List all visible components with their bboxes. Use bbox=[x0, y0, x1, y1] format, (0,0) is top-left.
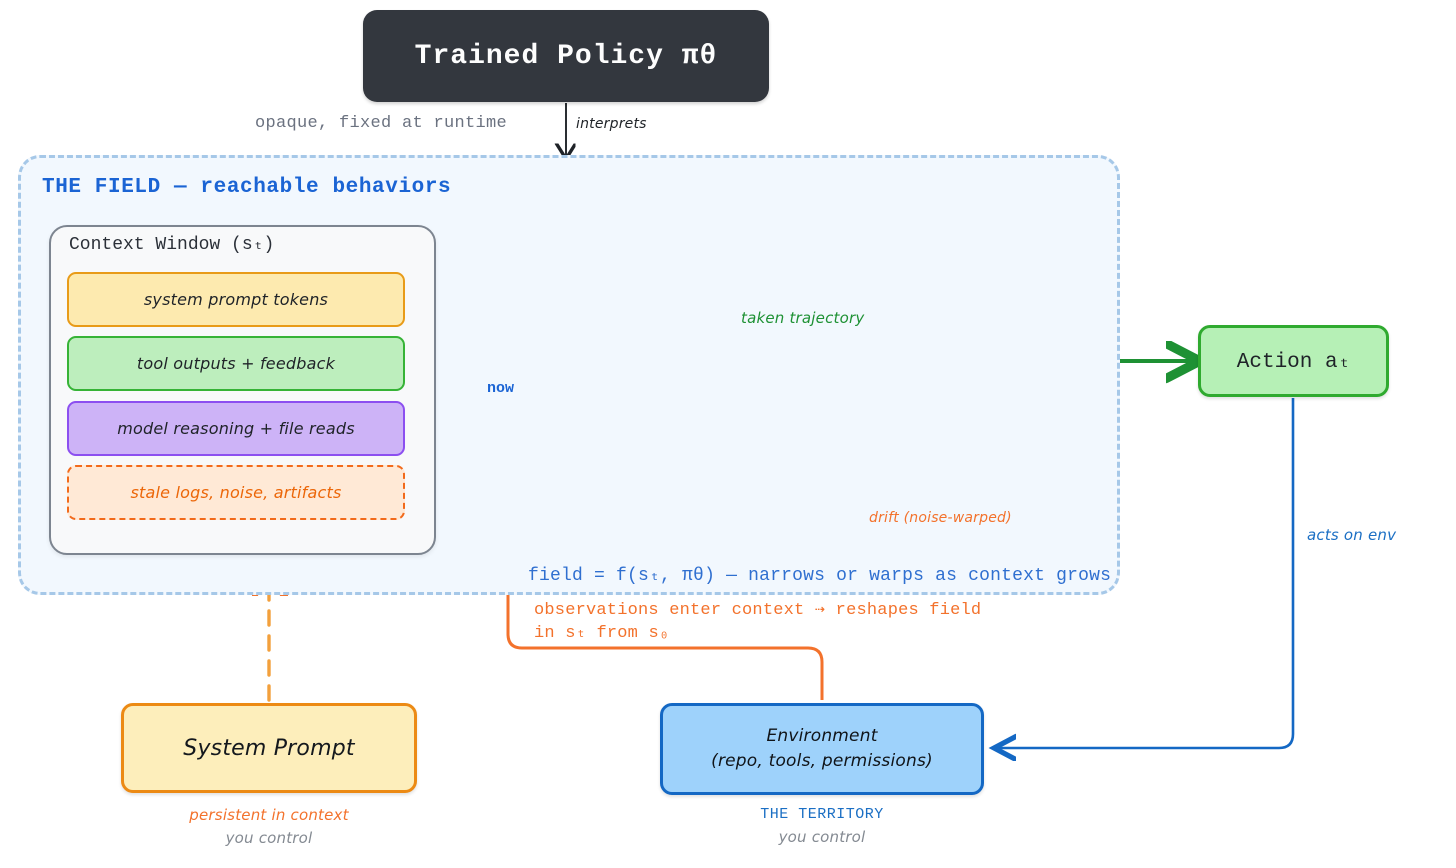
context-row-system-prompt-tokens[interactable]: system prompt tokens bbox=[67, 272, 405, 327]
now-node-label: now bbox=[487, 380, 515, 397]
environment-caption-line-1: THE TERRITORY bbox=[760, 806, 884, 823]
action-box[interactable]: Action aₜ bbox=[1198, 325, 1389, 397]
system-prompt-caption-line-1: persistent in context bbox=[189, 806, 349, 824]
context-row-tool-outputs[interactable]: tool outputs + feedback bbox=[67, 336, 405, 391]
field-title: THE FIELD — reachable behaviors bbox=[42, 176, 452, 199]
context-row-label: system prompt tokens bbox=[143, 290, 329, 309]
environment-box[interactable]: Environment (repo, tools, permissions) bbox=[660, 703, 984, 795]
system-prompt-box[interactable]: System Prompt bbox=[121, 703, 417, 793]
environment-caption: THE TERRITORY you control bbox=[660, 806, 984, 846]
context-row-stale-logs[interactable]: stale logs, noise, artifacts bbox=[67, 465, 405, 520]
taken-trajectory-label: taken trajectory bbox=[741, 309, 865, 327]
environment-caption-line-2: you control bbox=[778, 828, 866, 846]
system-prompt-caption: persistent in context you control bbox=[121, 806, 417, 847]
system-prompt-caption-line-2: you control bbox=[225, 829, 313, 847]
context-row-label: stale logs, noise, artifacts bbox=[130, 483, 342, 502]
context-row-model-reasoning[interactable]: model reasoning + file reads bbox=[67, 401, 405, 456]
system-prompt-label: System Prompt bbox=[183, 735, 355, 761]
field-equation-label: field = f(sₜ, πθ) — narrows or warps as … bbox=[528, 566, 1112, 586]
context-row-label: model reasoning + file reads bbox=[117, 419, 355, 438]
trained-policy-box[interactable]: Trained Policy πθ bbox=[363, 10, 769, 102]
interprets-edge-label: interprets bbox=[576, 116, 647, 132]
observation-note-label: observations enter context ⇢ reshapes fi… bbox=[534, 601, 982, 643]
context-row-label: tool outputs + feedback bbox=[136, 354, 336, 373]
acts-on-env-label: acts on env bbox=[1307, 526, 1397, 544]
trained-policy-label: Trained Policy πθ bbox=[414, 40, 718, 72]
environment-label-line-1: Environment bbox=[766, 726, 878, 746]
drift-trajectory-label: drift (noise-warped) bbox=[869, 510, 1012, 526]
environment-label-line-2: (repo, tools, permissions) bbox=[711, 751, 933, 771]
context-window-title: Context Window (sₜ) bbox=[69, 235, 275, 255]
action-label: Action aₜ bbox=[1236, 351, 1351, 374]
policy-note-label: opaque, fixed at runtime bbox=[255, 114, 508, 133]
